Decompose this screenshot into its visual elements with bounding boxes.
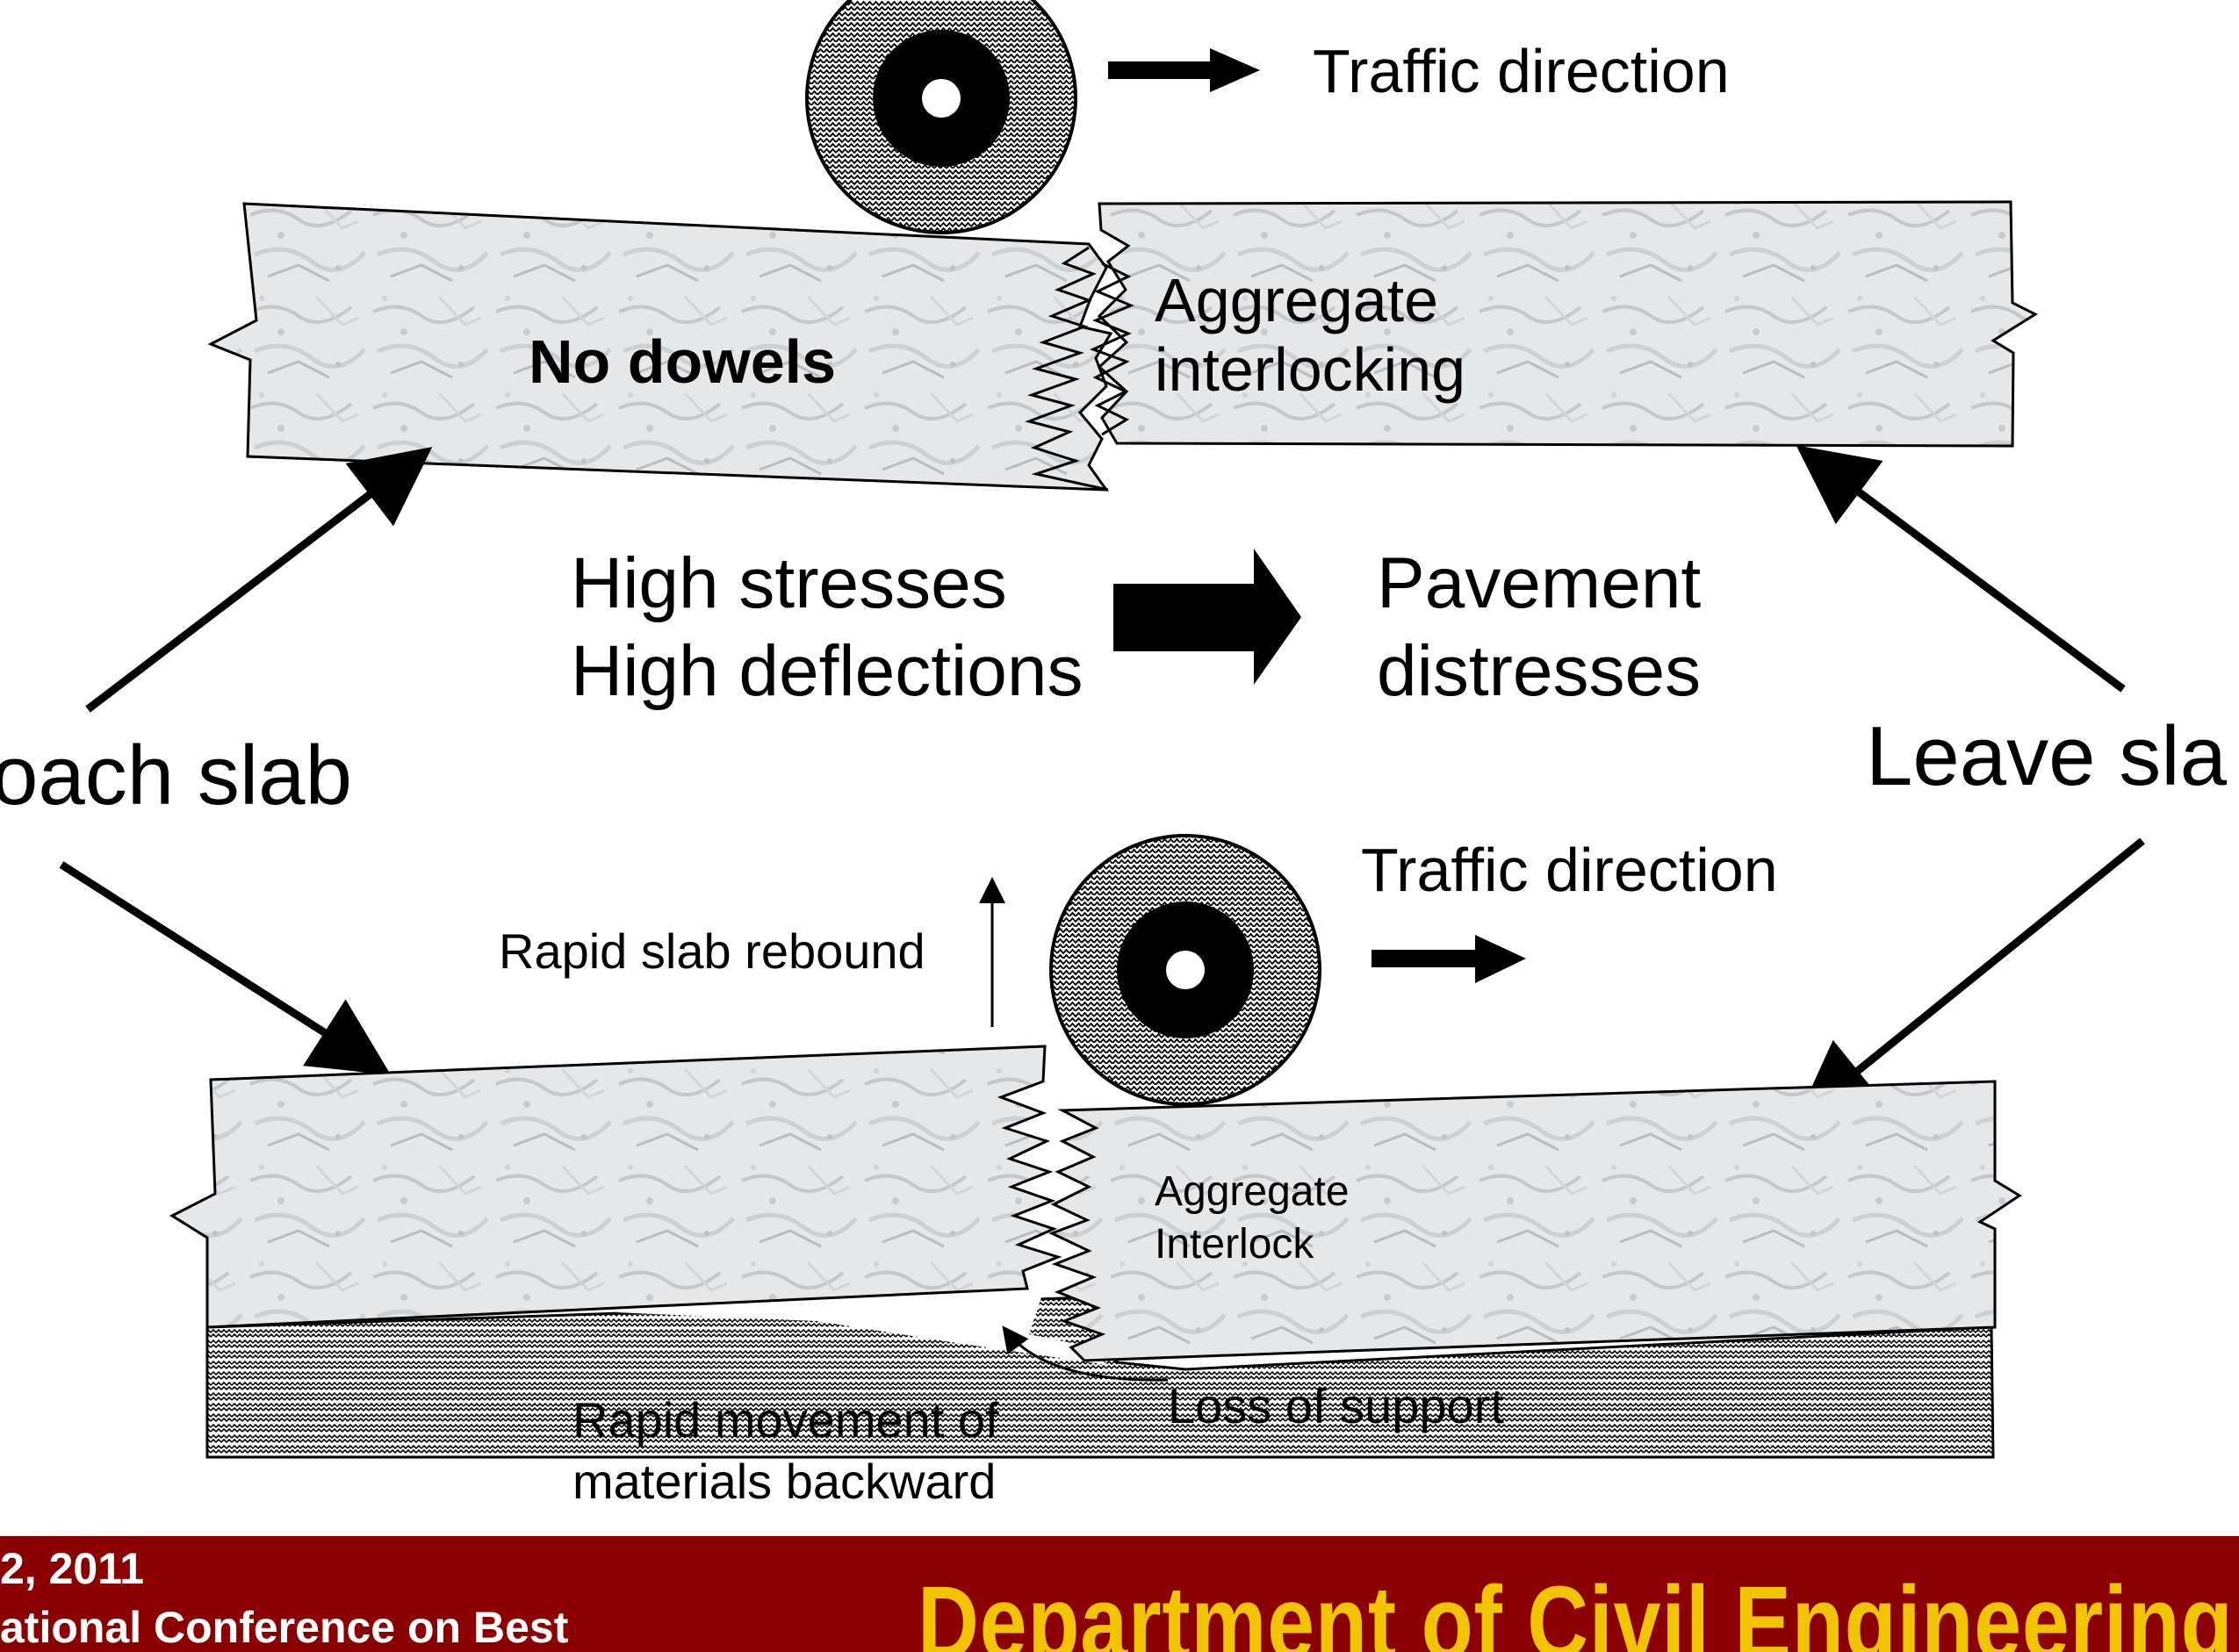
top-traffic-direction-label: Traffic direction xyxy=(1313,37,1730,105)
footer-date: 2, 2011 xyxy=(0,1544,145,1593)
bottom-leave-slab xyxy=(1048,1080,2022,1362)
rapid-movement-line2: materials backward xyxy=(572,1454,997,1509)
footer-conference: ational Conference on Best xyxy=(0,1603,569,1652)
rapid-slab-rebound-label: Rapid slab rebound xyxy=(499,923,925,979)
bottom-aggregate-label: Aggregate Interlock xyxy=(1155,1166,1350,1271)
bottom-aggregate-line2: Interlock xyxy=(1155,1221,1314,1268)
bottom-approach-slab xyxy=(169,1045,1062,1329)
department-title: Department of Civil Engineering xyxy=(918,1565,2234,1652)
no-dowels-label: No dowels xyxy=(529,327,837,396)
leave-slab-arrow-up-icon xyxy=(1796,445,2126,693)
loss-of-support-label: Loss of support xyxy=(1168,1378,1504,1433)
top-aggregate-line1: Aggregate xyxy=(1155,266,1439,334)
effect-label: Pavement distresses xyxy=(1377,540,1701,715)
bottom-void-area xyxy=(615,1287,1108,1365)
top-aggregate-line2: interlocking xyxy=(1155,335,1466,405)
cause-line1: High stresses xyxy=(571,543,1007,623)
top-leave-slab xyxy=(1097,200,2039,448)
cause-label: High stresses High deflections xyxy=(571,540,1083,715)
effect-line1: Pavement xyxy=(1377,543,1702,623)
cause-effect-arrow-icon xyxy=(1113,549,1301,685)
cause-line2: High deflections xyxy=(571,631,1084,712)
effect-line2: distresses xyxy=(1377,631,1702,712)
rapid-movement-label: Rapid movement of materials backward xyxy=(572,1390,999,1512)
bottom-traffic-direction-label: Traffic direction xyxy=(1361,836,1778,904)
top-aggregate-interlock-crack xyxy=(1025,246,1109,492)
bottom-traffic-arrow-icon xyxy=(1371,935,1526,983)
approach-slab-arrow-up-icon xyxy=(85,447,433,713)
loss-of-support-arrow-icon xyxy=(1002,1325,1169,1382)
leave-slab-arrow-down-icon xyxy=(1796,837,2145,1121)
top-traffic-arrow-icon xyxy=(1108,48,1260,92)
approach-slab-label: oach slab xyxy=(0,729,352,822)
bottom-aggregate-line1: Aggregate xyxy=(1155,1168,1350,1215)
footer-banner: 2, 2011 ational Conference on Best Depar… xyxy=(0,1536,2239,1652)
leave-slab-label: Leave sla xyxy=(1866,709,2227,803)
top-approach-slab xyxy=(207,202,1113,492)
top-aggregate-label: Aggregate interlocking xyxy=(1155,266,1465,405)
approach-slab-arrow-down-icon xyxy=(59,861,392,1075)
rapid-movement-line1: Rapid movement of xyxy=(572,1392,999,1447)
pavement-joint-diagram xyxy=(59,0,2145,1459)
